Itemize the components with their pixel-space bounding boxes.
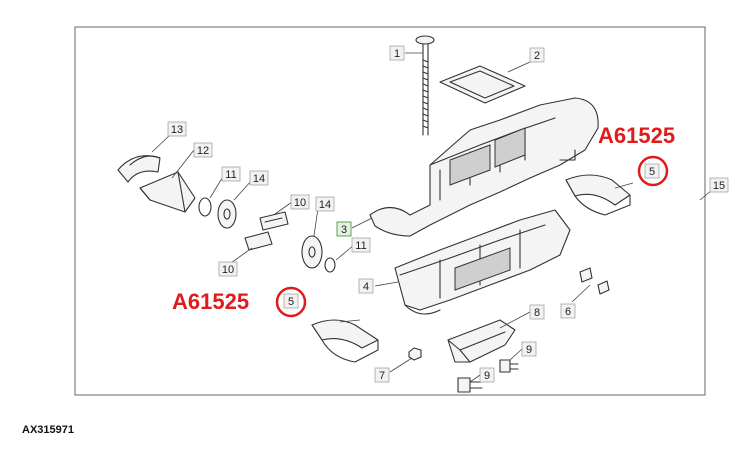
- callout-1: 1: [389, 45, 405, 61]
- svg-text:14: 14: [253, 173, 265, 185]
- part-upper-housing: [369, 97, 599, 237]
- highlight-upper: A61525: [598, 123, 675, 187]
- svg-text:13: 13: [171, 124, 183, 136]
- part-lower-housing: [394, 209, 571, 315]
- part-gasket: [439, 65, 526, 104]
- callout-9-left: 9: [479, 367, 495, 383]
- callout-11-left: 11: [221, 166, 241, 182]
- svg-text:A61525: A61525: [598, 123, 675, 148]
- callout-14-right: 14: [315, 196, 335, 212]
- callout-8: 8: [529, 304, 545, 320]
- callout-5-lower: 5: [283, 293, 299, 309]
- callout-13: 13: [167, 121, 187, 137]
- part-small-bolts: [457, 359, 519, 393]
- highlight-lower: A61525: [172, 286, 307, 318]
- part-bolt: [415, 35, 435, 136]
- part-ring-11-right: [324, 257, 336, 273]
- part-wedge-pad: [447, 319, 516, 363]
- callout-5-upper: 5: [644, 163, 660, 179]
- part-roller-10-bottom: [244, 231, 273, 251]
- callout-9-right: 9: [521, 341, 537, 357]
- svg-text:15: 15: [713, 180, 725, 192]
- callout-7: 7: [374, 367, 390, 383]
- figure-id: AX315971: [22, 424, 74, 436]
- svg-text:14: 14: [319, 199, 331, 211]
- svg-text:7: 7: [379, 370, 385, 382]
- svg-text:10: 10: [294, 197, 306, 209]
- svg-text:10: 10: [222, 264, 234, 276]
- callout-12: 12: [193, 142, 213, 158]
- svg-text:9: 9: [526, 344, 532, 356]
- svg-text:1: 1: [394, 48, 400, 60]
- part-ring-11-left: [198, 197, 212, 217]
- svg-text:8: 8: [534, 307, 540, 319]
- part-nut: [408, 347, 422, 361]
- svg-text:5: 5: [288, 296, 294, 308]
- svg-text:3: 3: [341, 224, 347, 236]
- svg-text:4: 4: [363, 281, 369, 293]
- svg-text:6: 6: [565, 306, 571, 318]
- part-washer-14-left: [217, 199, 237, 229]
- svg-text:2: 2: [534, 50, 540, 62]
- callout-14-left: 14: [249, 170, 269, 186]
- part-shield-12: [139, 171, 196, 213]
- callout-10-top: 10: [290, 194, 310, 210]
- callout-3: 3: [336, 221, 352, 237]
- diagram-frame: [74, 26, 706, 396]
- svg-text:A61525: A61525: [172, 289, 249, 314]
- part-roller-10-top: [259, 211, 289, 231]
- callout-2: 2: [529, 47, 545, 63]
- svg-text:12: 12: [197, 145, 209, 157]
- svg-text:11: 11: [355, 240, 366, 252]
- part-bearing-lower: [311, 319, 379, 363]
- part-bearing-upper: [565, 174, 631, 216]
- svg-text:5: 5: [649, 166, 655, 178]
- part-seal-13: [117, 155, 161, 183]
- callout-10-bottom: 10: [218, 261, 238, 277]
- callout-4: 4: [358, 278, 374, 294]
- callout-15: 15: [709, 177, 729, 193]
- svg-text:11: 11: [225, 169, 236, 181]
- callout-11-right: 11: [351, 237, 371, 253]
- part-small-plates: [579, 267, 610, 295]
- part-washer-14-right: [301, 235, 323, 269]
- callout-6: 6: [560, 303, 576, 319]
- svg-text:9: 9: [484, 370, 490, 382]
